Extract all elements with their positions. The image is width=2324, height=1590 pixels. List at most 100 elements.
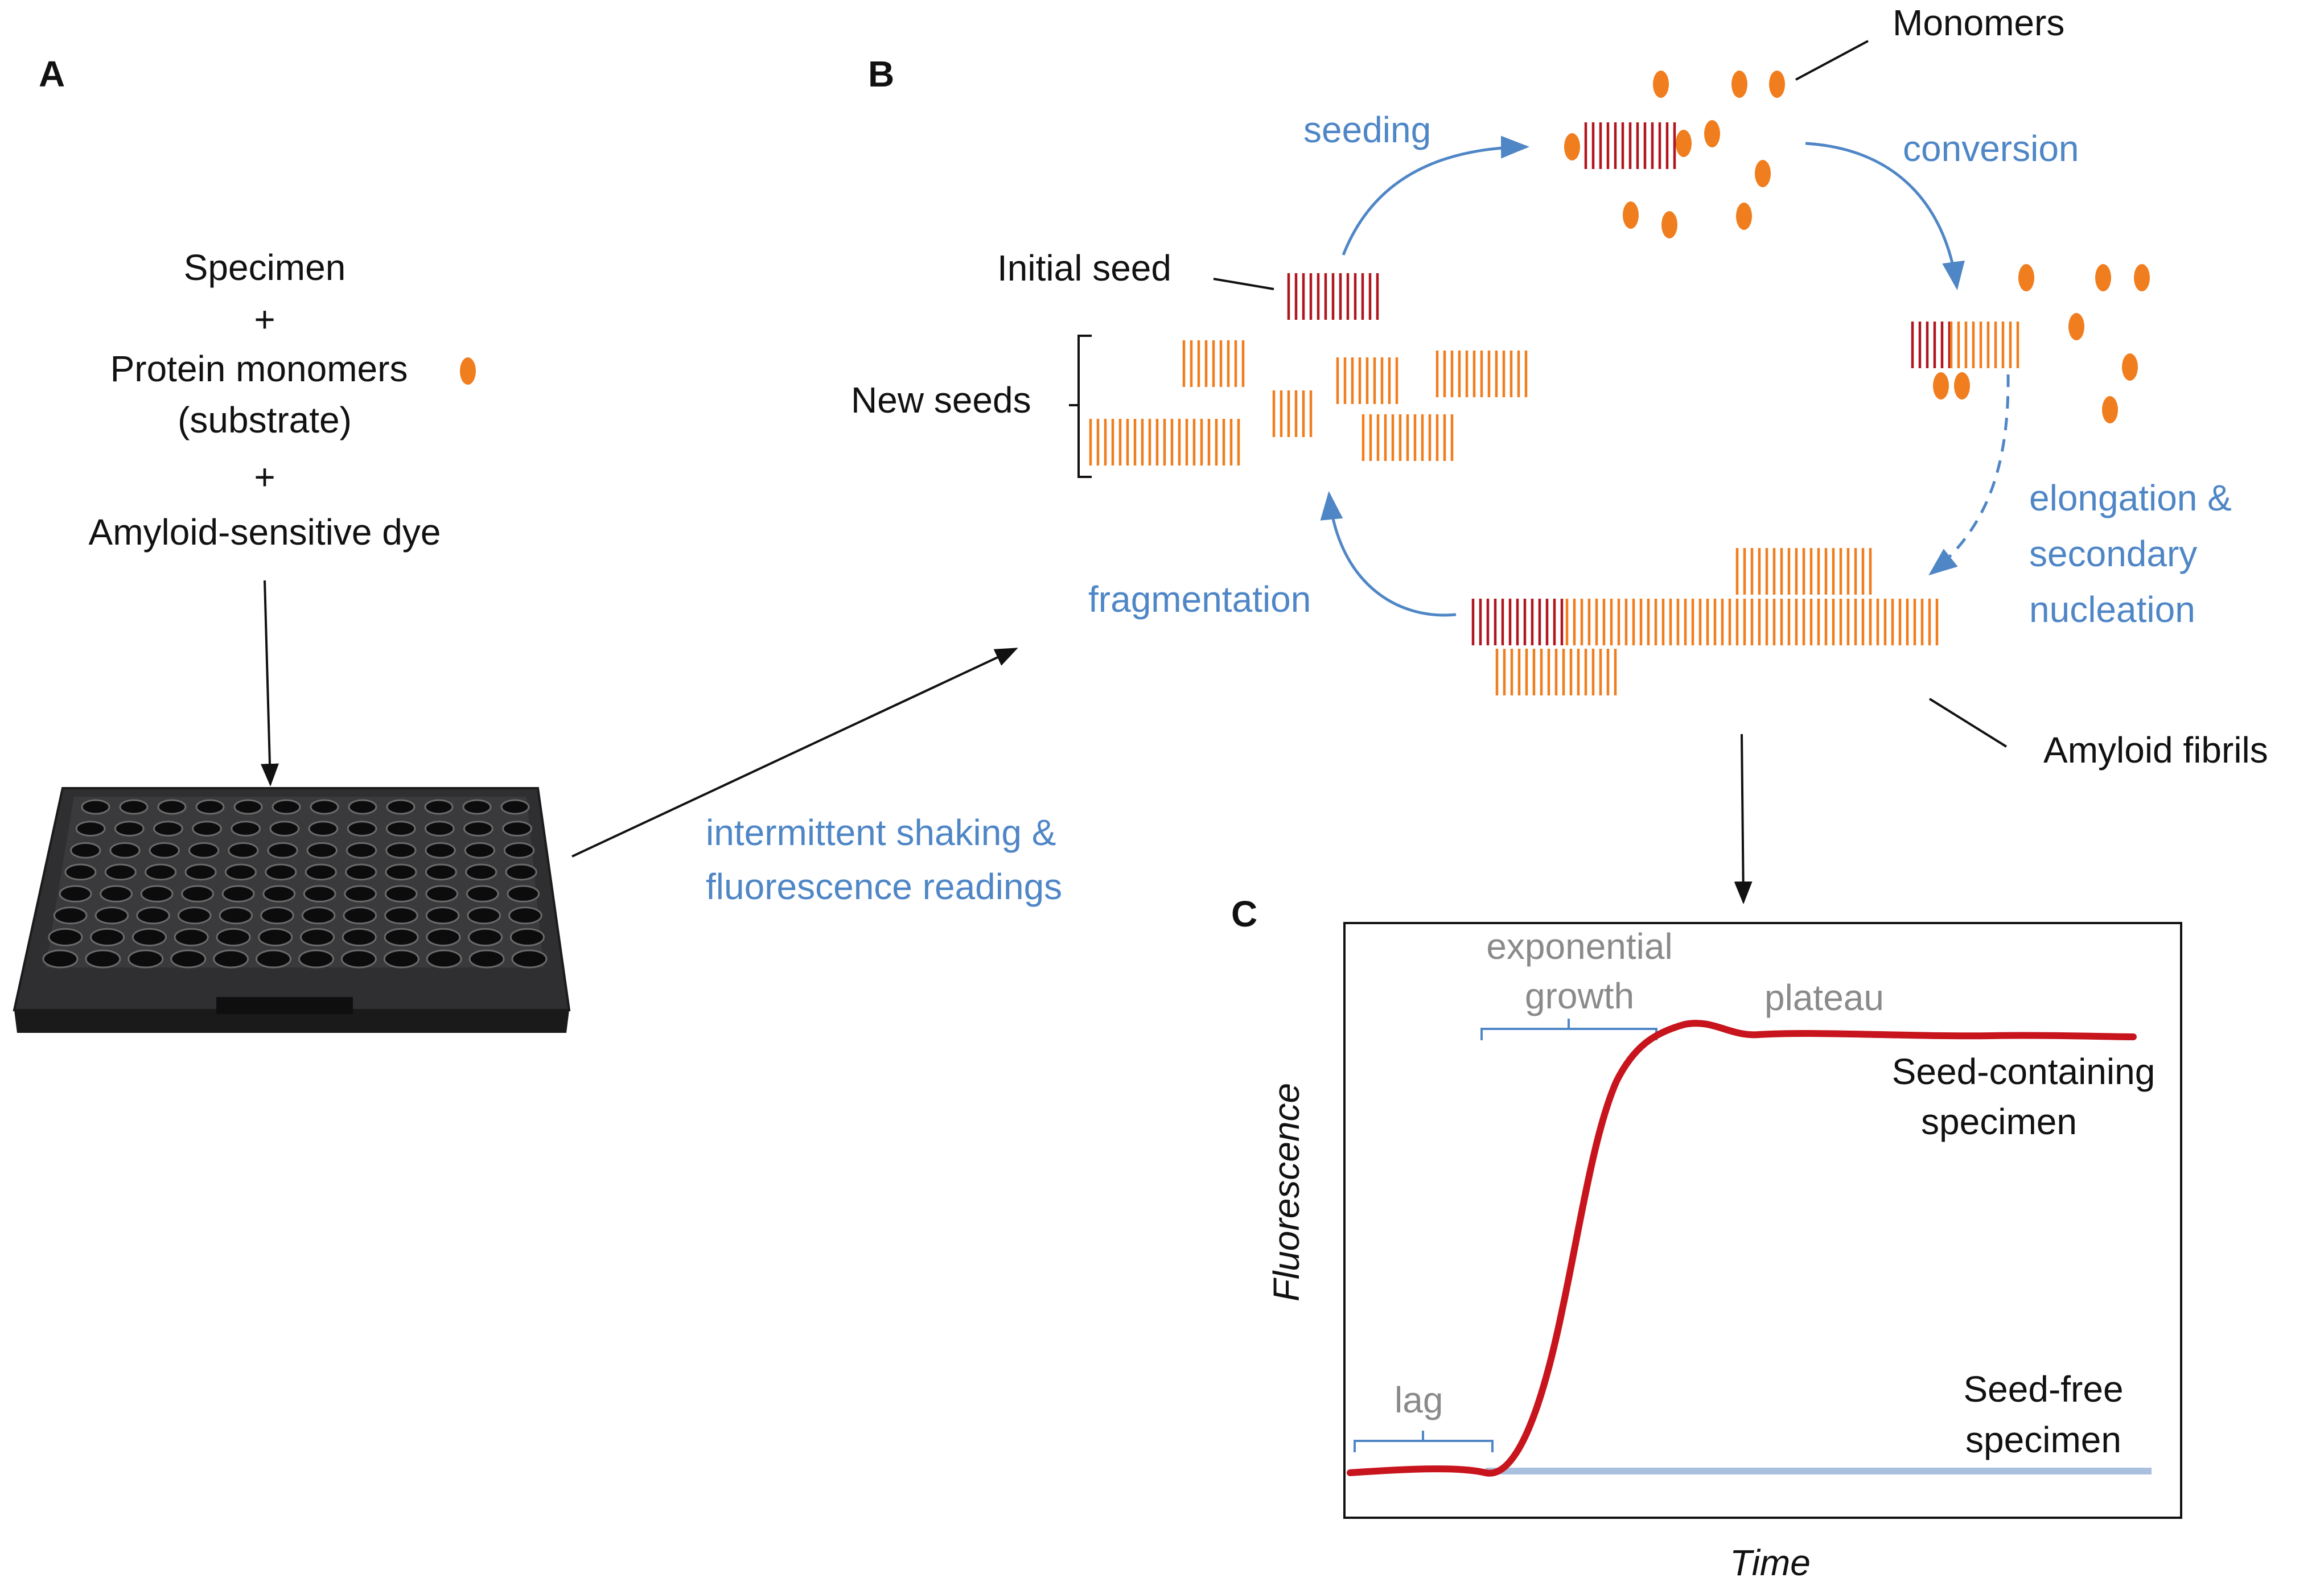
plate-well [224,863,257,881]
plate-well [503,842,535,859]
plate-well [383,949,419,969]
plate-well [100,885,133,903]
plate-well [85,949,121,969]
panel-c: C exponential growth plateau lag Seed-co… [1231,893,2182,1583]
seed-containing-label: Seed-containing specimen [1892,1051,2156,1142]
plate-well [127,949,164,969]
plate-well [465,863,497,881]
chart-frame [1343,922,2182,1519]
plate-well [260,907,294,925]
plate-well [181,885,215,903]
seeding-arrow [1342,135,1529,256]
plate-well [42,949,79,969]
plate-well [468,949,505,969]
plate-well [59,885,92,903]
plate-well [468,928,503,947]
arrow-plate-to-cycle [571,648,1018,858]
elongation-label-line3: nucleation [2029,589,2195,630]
seed-free-line1: Seed-free [1963,1369,2123,1410]
seeding-label: seeding [1303,109,1431,150]
recipe-text: Specimen + Protein monomers (substrate) … [89,247,441,553]
monomer-dot [2018,264,2034,291]
plate-well [424,821,455,837]
plate-well [262,885,296,903]
plateau-label: plateau [1764,977,1884,1018]
converting-seed-extension [1949,322,2019,368]
plate-well [384,885,418,903]
plate-well [425,863,458,881]
plate-well [256,949,291,969]
plate-well [149,842,180,859]
plate-well [385,863,417,881]
seed-free-line2: specimen [1965,1419,2121,1460]
process-label-line1: intermittent shaking & [706,812,1056,853]
plate-well [310,799,339,815]
arrow-to-plate [261,580,279,786]
elongation-label: elongation & secondary nucleation [2029,477,2232,630]
plate-well [467,907,501,925]
plate-well [348,799,377,815]
seed-and-fibril-stripes [1089,122,2019,695]
plate-well [109,842,141,859]
plate-well [213,949,249,969]
initial-seed [1287,273,1379,320]
monomer-dot [1623,201,1639,229]
plate-well [305,863,337,881]
new-seed [1362,414,1454,461]
monomer-dot [1736,203,1752,230]
plate-well [384,907,418,925]
exp-growth-label-line2: growth [1525,975,1634,1016]
protein-monomers-label: Protein monomers [110,348,408,389]
plate-well [174,928,209,947]
plate-well [184,863,217,881]
fibril-seed-core [1471,599,1564,645]
new-seed [1182,340,1245,387]
plate-well [425,842,456,859]
plate-well [188,842,220,859]
plate-well [507,885,540,903]
plate-well [342,928,377,947]
monomer-dot [1755,160,1771,187]
monomer-dot [1731,71,1747,98]
monomer-dot [2134,264,2150,291]
plate-well [90,928,125,947]
monomer-dot [1954,372,1970,399]
plate-well [462,799,492,815]
initial-seed-label: Initial seed [997,248,1171,289]
plate-well [500,799,530,815]
specimen-label: Specimen [184,247,346,288]
plate-well [426,928,461,947]
plate-well [140,885,174,903]
fluorescence-curves [1347,1020,2152,1477]
plate-well [64,863,97,881]
plate-well [384,928,419,947]
plus-sign-2: + [254,456,275,497]
monomer-dot [2122,353,2138,381]
panel-b: B [851,2,2268,904]
lag-label: lag [1395,1379,1443,1420]
plate-well [385,821,416,837]
plate-well [306,842,338,859]
dye-label: Amyloid-sensitive dye [89,512,441,553]
plate-well [119,799,149,815]
plate-well [344,885,377,903]
monomer-dot [1564,133,1580,160]
free-monomers [1564,71,2150,423]
plate-well [308,821,339,837]
pointer-initial-seed [1213,278,1274,290]
plate-well [272,799,301,815]
lag-bracket [1354,1431,1494,1452]
plate-well [466,885,499,903]
monomer-dot [1676,130,1692,157]
plate-well [301,907,336,925]
plate-well [195,799,225,815]
elongation-label-line1: elongation & [2029,477,2232,518]
plate-well [508,907,542,925]
microplate-icon [13,787,571,1033]
plate-well [385,842,417,859]
fragmentation-arrow [1320,491,1457,617]
plate-well [75,821,106,837]
plate-well [94,907,129,925]
fragmentation-label: fragmentation [1088,579,1311,620]
